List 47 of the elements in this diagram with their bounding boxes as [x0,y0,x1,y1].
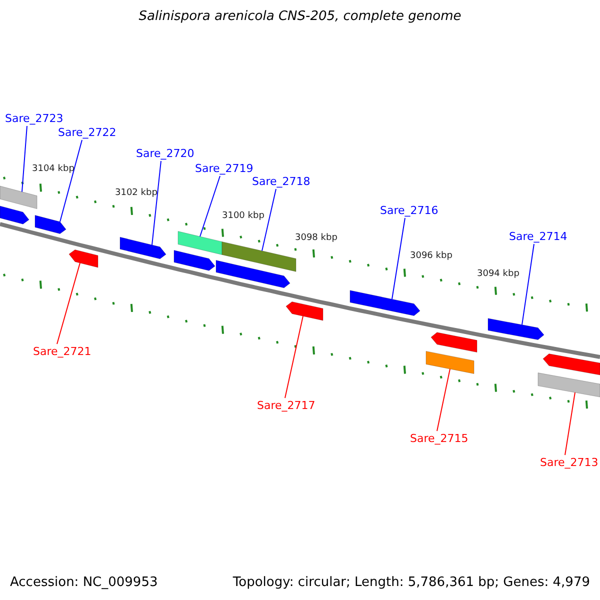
footer-text: Accession: NC_009953 [10,576,158,589]
gene-feature [430,332,478,353]
gene-feature [542,354,600,376]
scale-label: 3094 kbp [477,268,520,281]
leader-line [22,126,28,192]
gene-feature [488,318,544,340]
leader-line [564,392,576,456]
leader-line [284,316,304,398]
leader-line [60,140,82,222]
gene-feature [68,249,98,268]
scale-label: 3102 kbp [115,187,158,200]
leader-line [152,160,162,246]
gene-label: Sare_2719 [195,162,254,175]
gene-label: Sare_2722 [58,126,116,139]
gene-feature-band [426,350,474,374]
gene-feature-band [538,372,600,398]
leader-line [56,262,80,344]
scale-label: 3104 kbp [32,163,74,176]
gene-label: Sare_2721 [33,345,92,358]
leader-line [522,244,534,326]
gene-feature [350,290,420,316]
gene-feature [216,260,290,288]
gene-feature [174,250,216,271]
gene-label: Sare_2716 [380,204,438,217]
scale-label: 3100 kbp [222,210,264,223]
leader-line [436,368,450,432]
gene-label: Sare_2720 [136,147,194,160]
leader-line [200,176,220,237]
title: Salinispora arenicola CNS-205, complete genome [138,10,462,23]
scale-label: 3098 kbp [295,232,338,245]
gene-label: Sare_2718 [252,175,310,188]
gene-feature [0,206,30,224]
gene-label: Sare_2723 [5,112,64,125]
leader-line [262,188,276,252]
gene-label: Sare_2714 [509,230,568,243]
gene-feature [120,236,166,260]
footer-text: Topology: circular; Length: 5,786,361 bp; Genes: 4,979 [232,576,590,589]
gene-feature [286,301,324,321]
gene-feature-band [0,186,38,210]
gene-label: Sare_2715 [410,432,468,445]
gene-feature-band [222,241,296,272]
scale-label: 3096 kbp [410,250,452,263]
gene-feature-band [178,231,222,255]
leader-line [392,218,406,300]
gene-label: Sare_2717 [257,399,316,412]
gene-label: Sare_2713 [540,456,598,469]
gene-feature [34,215,66,234]
